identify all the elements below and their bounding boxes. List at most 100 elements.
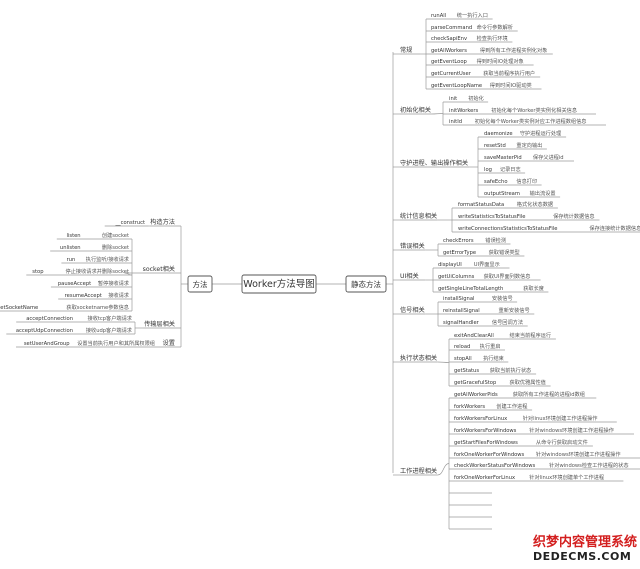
method-description: 安装信号 [492,294,513,302]
method-description: 记录日志 [500,165,521,173]
method-name: safeEcho [484,179,508,185]
method-description: 守护进程运行处理 [520,129,562,137]
method-name: initWorkers [449,108,478,114]
method-description: 保存父进程id [533,153,564,161]
method-description: 得到所有工作进程实例化对象 [480,46,547,54]
watermark: 织梦内容管理系统 DEDECMS.COM [528,530,637,564]
method-name: getEventLoopName [431,83,482,89]
method-description: 从命令行获取启动文件 [536,438,588,446]
method-description: 初始化每个Worker类实例对应工作进程数组信息 [475,117,587,125]
method-name: acceptConnection [26,316,73,322]
category-label: 错误相关 [400,242,425,250]
category-label: 统计信息相关 [400,212,437,220]
method-description: 获取当前执行状态 [490,366,532,374]
method-name: unlisten [60,245,81,251]
edge-group-to-bus [431,113,444,115]
method-description: 错误检测 [485,236,506,244]
method-description: 删除socket [102,243,129,251]
method-description: 得到时间IO驱动类 [490,81,532,89]
category-label: UI相关 [400,272,419,280]
connector-lines [0,18,640,530]
method-name: log [484,167,492,173]
method-name: stopAll [454,356,472,362]
method-name: forkOneWorkerForLinux [454,475,515,481]
method-name: initId [449,119,462,125]
method-description: 设置当前执行用户和其所属权限组 [77,339,155,347]
method-description: 暂停接收请求 [98,279,130,287]
method-description: 获取长度 [523,284,544,292]
method-description: 输出流设置 [530,189,556,197]
method-description: 针对windows环境创建工作进程操作 [536,450,621,458]
method-name: forkWorkersForLinux [454,416,507,422]
method-name: reinstallSignal [443,308,480,314]
method-name: stop [32,269,44,275]
method-name: outputStream [484,191,520,197]
method-name: saveMasterPid [484,155,522,161]
method-description: 针对linux环境创建工作进程操作 [523,414,598,422]
method-name: parseCommand [431,25,472,31]
methods-topic-box[interactable] [187,275,213,293]
category-label: socket相关 [143,265,175,273]
method-name: resetStd [484,143,506,149]
method-description: 信息打印 [516,177,537,185]
static-methods-topic: 静态方法 [351,279,381,289]
method-name: getUiColumns [438,274,475,280]
method-description: 检查执行环境 [477,34,508,42]
method-name: getStatus [454,368,479,374]
method-description: 接收udp客户端请求 [86,326,133,334]
method-name: getSingleLineTotalLength [438,286,503,292]
method-name: setUserAndGroup [24,341,70,347]
method-name: formatStatusData [458,202,504,208]
method-name: daemonize [484,131,513,137]
method-description: 针对windows检查工作进程的状态 [549,461,628,469]
method-description: 执行重启 [480,342,501,350]
method-name: forkOneWorkerForWindows [454,452,525,458]
method-name: writeStatisticsToStatusFile [458,214,525,220]
category-label: 信号相关 [400,306,425,314]
watermark-url: DEDECMS.COM [533,550,631,563]
method-name: listen [66,233,80,239]
method-description: 获取优雅属性值 [510,378,546,386]
method-name: forkWorkers [454,404,485,410]
method-name: exitAndClearAll [454,333,494,339]
method-description: 执行监听/接收请求 [86,255,130,263]
method-description: 停止接收请求并删除socket [66,267,129,275]
method-description: 针对windows环境创建工作进程操作 [529,426,614,434]
method-name: installSignal [443,296,474,302]
method-description: 针对linux环境创建单个工作进程 [529,473,604,481]
method-description: 信号回调方法 [492,318,523,326]
static-methods-topic-box[interactable] [345,275,387,293]
method-description: 接收tcp客户端请求 [88,314,133,322]
method-name: displayUI [438,262,462,268]
category-label: 执行状态相关 [400,354,437,362]
method-description: 初始化 [468,94,484,102]
watermark-title: 织梦内容管理系统 [533,534,637,550]
method-name: getAllWorkers [431,48,467,54]
method-description: 命令行参数解析 [477,23,513,31]
category-label: 传输层相关 [144,320,175,328]
category-label: 常规 [400,46,412,54]
method-description: 初始化每个Worker类实例化相关信息 [491,106,577,114]
category-label: 守护进程、输出操作相关 [400,159,468,167]
method-name: getStartFilesForWindows [454,440,518,446]
method-name: pauseAccept [58,281,91,287]
category-label: 工作进程相关 [400,467,437,475]
method-description: 获取所有工作进程的进程id数组 [513,390,585,398]
category-label: 设置 [163,339,175,347]
method-description: 得到时间IO处理对象 [477,57,524,65]
central-topic: Worker方法导图 [243,278,314,290]
method-description: 获取socketname参数信息 [66,303,129,311]
method-description: 保存统计数据信息 [553,212,595,220]
category-label: 初始化相关 [400,106,431,114]
method-description: 获取当前程序执行用户 [483,69,535,77]
method-name: getGracefulStop [454,380,497,386]
central-topic-box[interactable] [241,274,317,294]
method-name: __construct [114,220,145,226]
method-name: acceptUdpConnection [16,328,73,334]
method-name: forkWorkersForWindows [454,428,517,434]
method-name: checkWorkerStatusForWindows [454,463,536,469]
method-description: 获取UI界面列数信息 [484,272,531,280]
method-description: 保存连接统计数据信息 [589,224,640,232]
